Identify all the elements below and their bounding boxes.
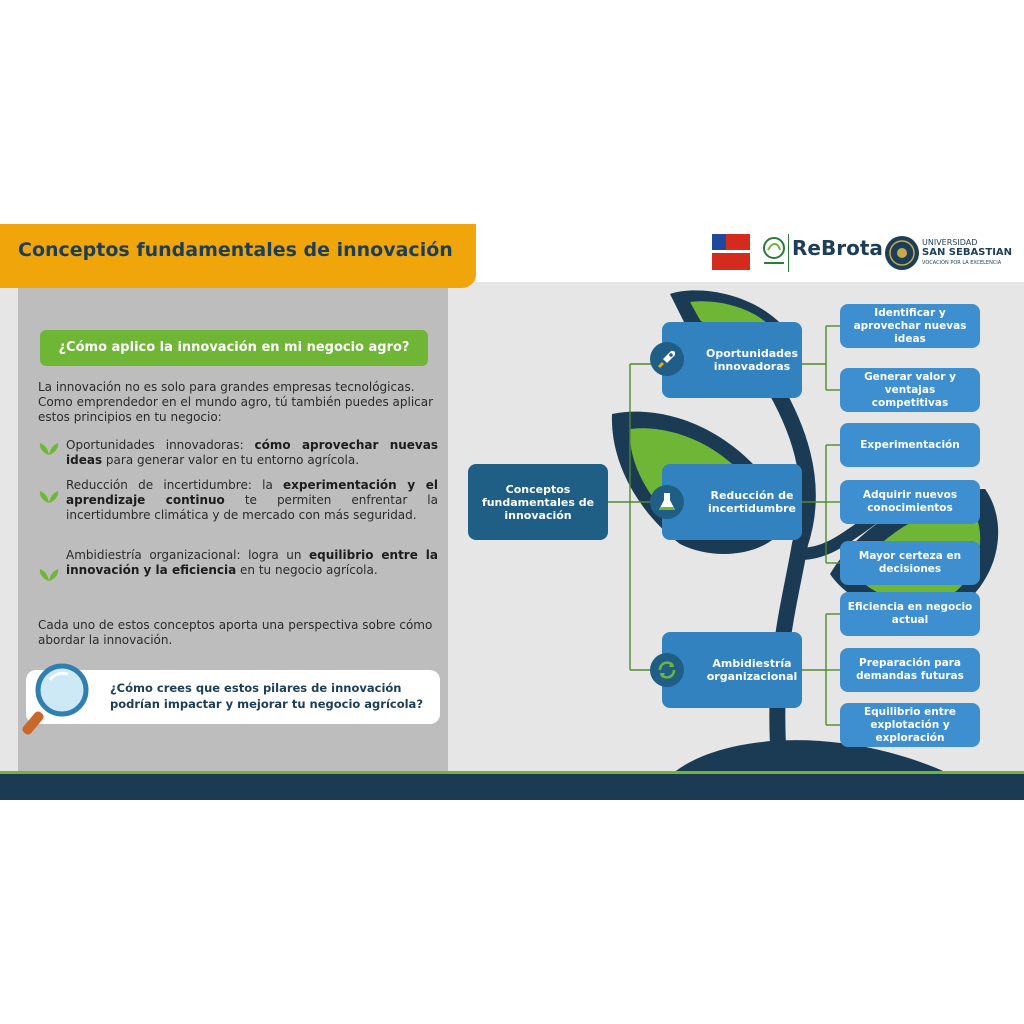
bullet-ambidiestria: Ambidiestría organizacional: logra un eq… (38, 548, 438, 581)
leaf-bullet-icon (39, 443, 59, 455)
left-panel: ¿Cómo aplico la innovación en mi negocio… (18, 288, 448, 772)
bullet-oportunidades: Oportunidades innovadoras: cómo aprovech… (38, 438, 438, 468)
fia-logo-icon (763, 237, 785, 264)
rebrota-logo: ReBrota (792, 236, 883, 260)
branch-incertidumbre: Reducción de incertidumbre (662, 464, 802, 540)
bullet-incertidumbre: Reducción de incertidumbre: la experimen… (38, 478, 438, 523)
outro-text: Cada uno de estos conceptos aporta una p… (38, 618, 433, 647)
intro-text: La innovación no es solo para grandes em… (38, 380, 434, 424)
leaf-bullet-icon (39, 491, 59, 503)
reflection-question: ¿Cómo crees que estos pilares de innovac… (110, 681, 423, 711)
leaf-identificar: Identificar y aprovechar nuevas ideas (840, 304, 980, 348)
university-line2: SAN SEBASTIAN (922, 247, 1013, 258)
branch-label: Oportunidades innovadoras (705, 347, 799, 373)
leaf-experimentacion: Experimentación (840, 423, 980, 467)
refresh-icon (650, 653, 684, 687)
bullet-pre: Oportunidades innovadoras: (66, 438, 255, 452)
stem (753, 359, 816, 775)
branch-label: Reducción de incertidumbre (708, 489, 796, 515)
university-line1: UNIVERSIDAD (922, 238, 978, 247)
bullet-pre: Reducción de incertidumbre: la (66, 478, 284, 492)
leaf-equilibrio: Equilibrio entre explotación y exploraci… (840, 703, 980, 747)
magnifier-icon (22, 663, 89, 735)
title-tab: Conceptos fundamentales de innovación (0, 224, 476, 288)
page-title: Conceptos fundamentales de innovación (18, 239, 453, 261)
leaf-adquirir: Adquirir nuevos conocimientos (840, 480, 980, 524)
question-pill: ¿Cómo aplico la innovación en mi negocio… (40, 330, 428, 366)
logo-divider (788, 234, 789, 272)
leaf-eficiencia: Eficiencia en negocio actual (840, 592, 980, 636)
bullet-pre: Ambidiestría organizacional: logra un (66, 548, 309, 562)
slide: ReBrota UNIVERSIDAD SAN SEBASTIAN VOCACI… (0, 224, 1024, 800)
bullet-bold: cómo aprovechar nuevas ideas (66, 438, 438, 467)
bullet-bold: experimentación y el aprendizaje continu… (66, 478, 438, 507)
bullet-bold: equilibrio entre la innovación y la efic… (66, 548, 438, 577)
leaf-bullet-icon (39, 569, 59, 581)
logo-strip: ReBrota UNIVERSIDAD SAN SEBASTIAN VOCACI… (476, 224, 1024, 282)
bullet-post: te permiten enfrentar la incertidumbre c… (66, 493, 438, 522)
reflection-box: ¿Cómo crees que estos pilares de innovac… (26, 670, 440, 724)
diagram-root-node: Conceptos fundamentales de innovación (468, 464, 608, 540)
leaf-certeza: Mayor certeza en decisiones (840, 541, 980, 585)
branch-label: Ambidiestría organizacional (706, 657, 798, 683)
bullet-post: en tu negocio agrícola. (236, 563, 378, 577)
branch-ambidiestria: Ambidiestría organizacional (662, 632, 802, 708)
university-tagline: VOCACIÓN POR LA EXCELENCIA (922, 260, 1002, 266)
branch-oportunidades: Oportunidades innovadoras (662, 322, 802, 398)
flask-icon (650, 485, 684, 519)
green-divider (0, 771, 1024, 774)
leaf-preparacion: Preparación para demandas futuras (840, 648, 980, 692)
bullet-post: para generar valor en tu entorno agrícol… (102, 453, 360, 467)
footer-band (0, 774, 1024, 800)
gobierno-logo-icon (712, 234, 750, 270)
rocket-icon (650, 342, 684, 376)
connectors (608, 325, 840, 726)
university-seal-icon (885, 236, 919, 270)
ground (672, 740, 950, 774)
leaf-generar-valor: Generar valor y ventajas competitivas (840, 368, 980, 412)
